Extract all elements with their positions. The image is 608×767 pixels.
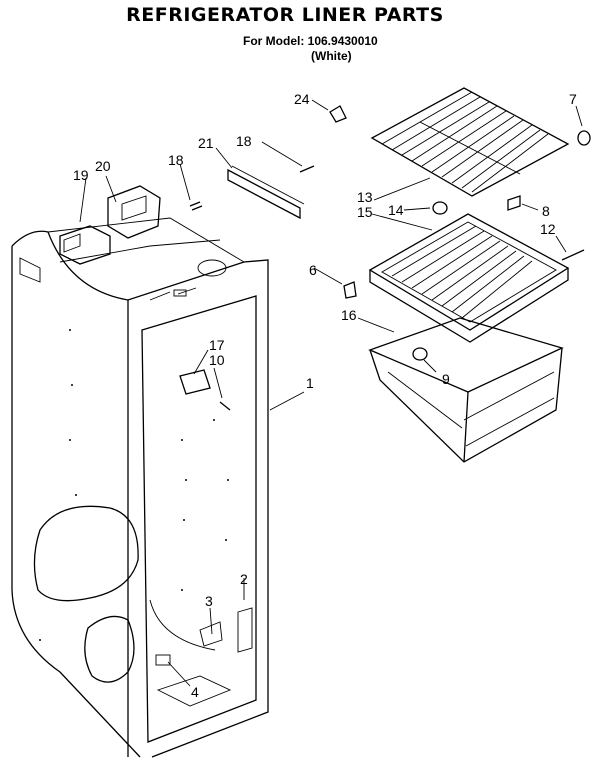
callout-24: 24 <box>294 91 310 107</box>
callout-6: 6 <box>309 262 317 278</box>
callout-1: 1 <box>306 375 314 391</box>
diagram-title: REFRIGERATOR LINER PARTS <box>126 4 444 26</box>
screw-part <box>189 201 203 211</box>
callout-4: 4 <box>191 684 199 700</box>
bracket-part <box>179 369 211 395</box>
callout-10: 10 <box>209 352 225 368</box>
callout-9: 9 <box>442 371 450 387</box>
callout-7: 7 <box>569 91 577 107</box>
knob-part <box>432 201 448 215</box>
leader-lines <box>79 99 583 687</box>
wire-shelf <box>370 87 570 197</box>
callout-12: 12 <box>540 221 556 237</box>
bracket-part <box>343 281 357 299</box>
callout-3: 3 <box>205 593 213 609</box>
bracket-part <box>507 195 521 211</box>
callout-15: 15 <box>357 204 373 220</box>
knob-part <box>412 347 428 361</box>
callout-2: 2 <box>240 571 248 587</box>
rail-part <box>227 165 305 220</box>
crisper-cover <box>368 213 570 343</box>
knob-part <box>577 130 591 146</box>
callout-20: 20 <box>95 158 111 174</box>
model-number: For Model: 106.9430010 <box>243 34 378 48</box>
callout-14: 14 <box>388 202 404 218</box>
callout-16: 16 <box>341 307 357 323</box>
liner-cabinet <box>11 217 269 758</box>
callout-18-right: 18 <box>236 133 252 149</box>
callout-18-left: 18 <box>168 152 184 168</box>
control-housing-part <box>59 185 161 265</box>
callout-13: 13 <box>357 189 373 205</box>
callout-21: 21 <box>198 135 214 151</box>
callout-8: 8 <box>542 203 550 219</box>
callout-17: 17 <box>209 337 225 353</box>
color-note: (White) <box>311 49 352 63</box>
screw-part <box>219 401 231 411</box>
slide-part <box>561 249 585 261</box>
callout-19: 19 <box>73 167 89 183</box>
crisper-pan <box>368 317 564 463</box>
screw-part <box>299 165 315 173</box>
clip-part <box>329 105 347 123</box>
